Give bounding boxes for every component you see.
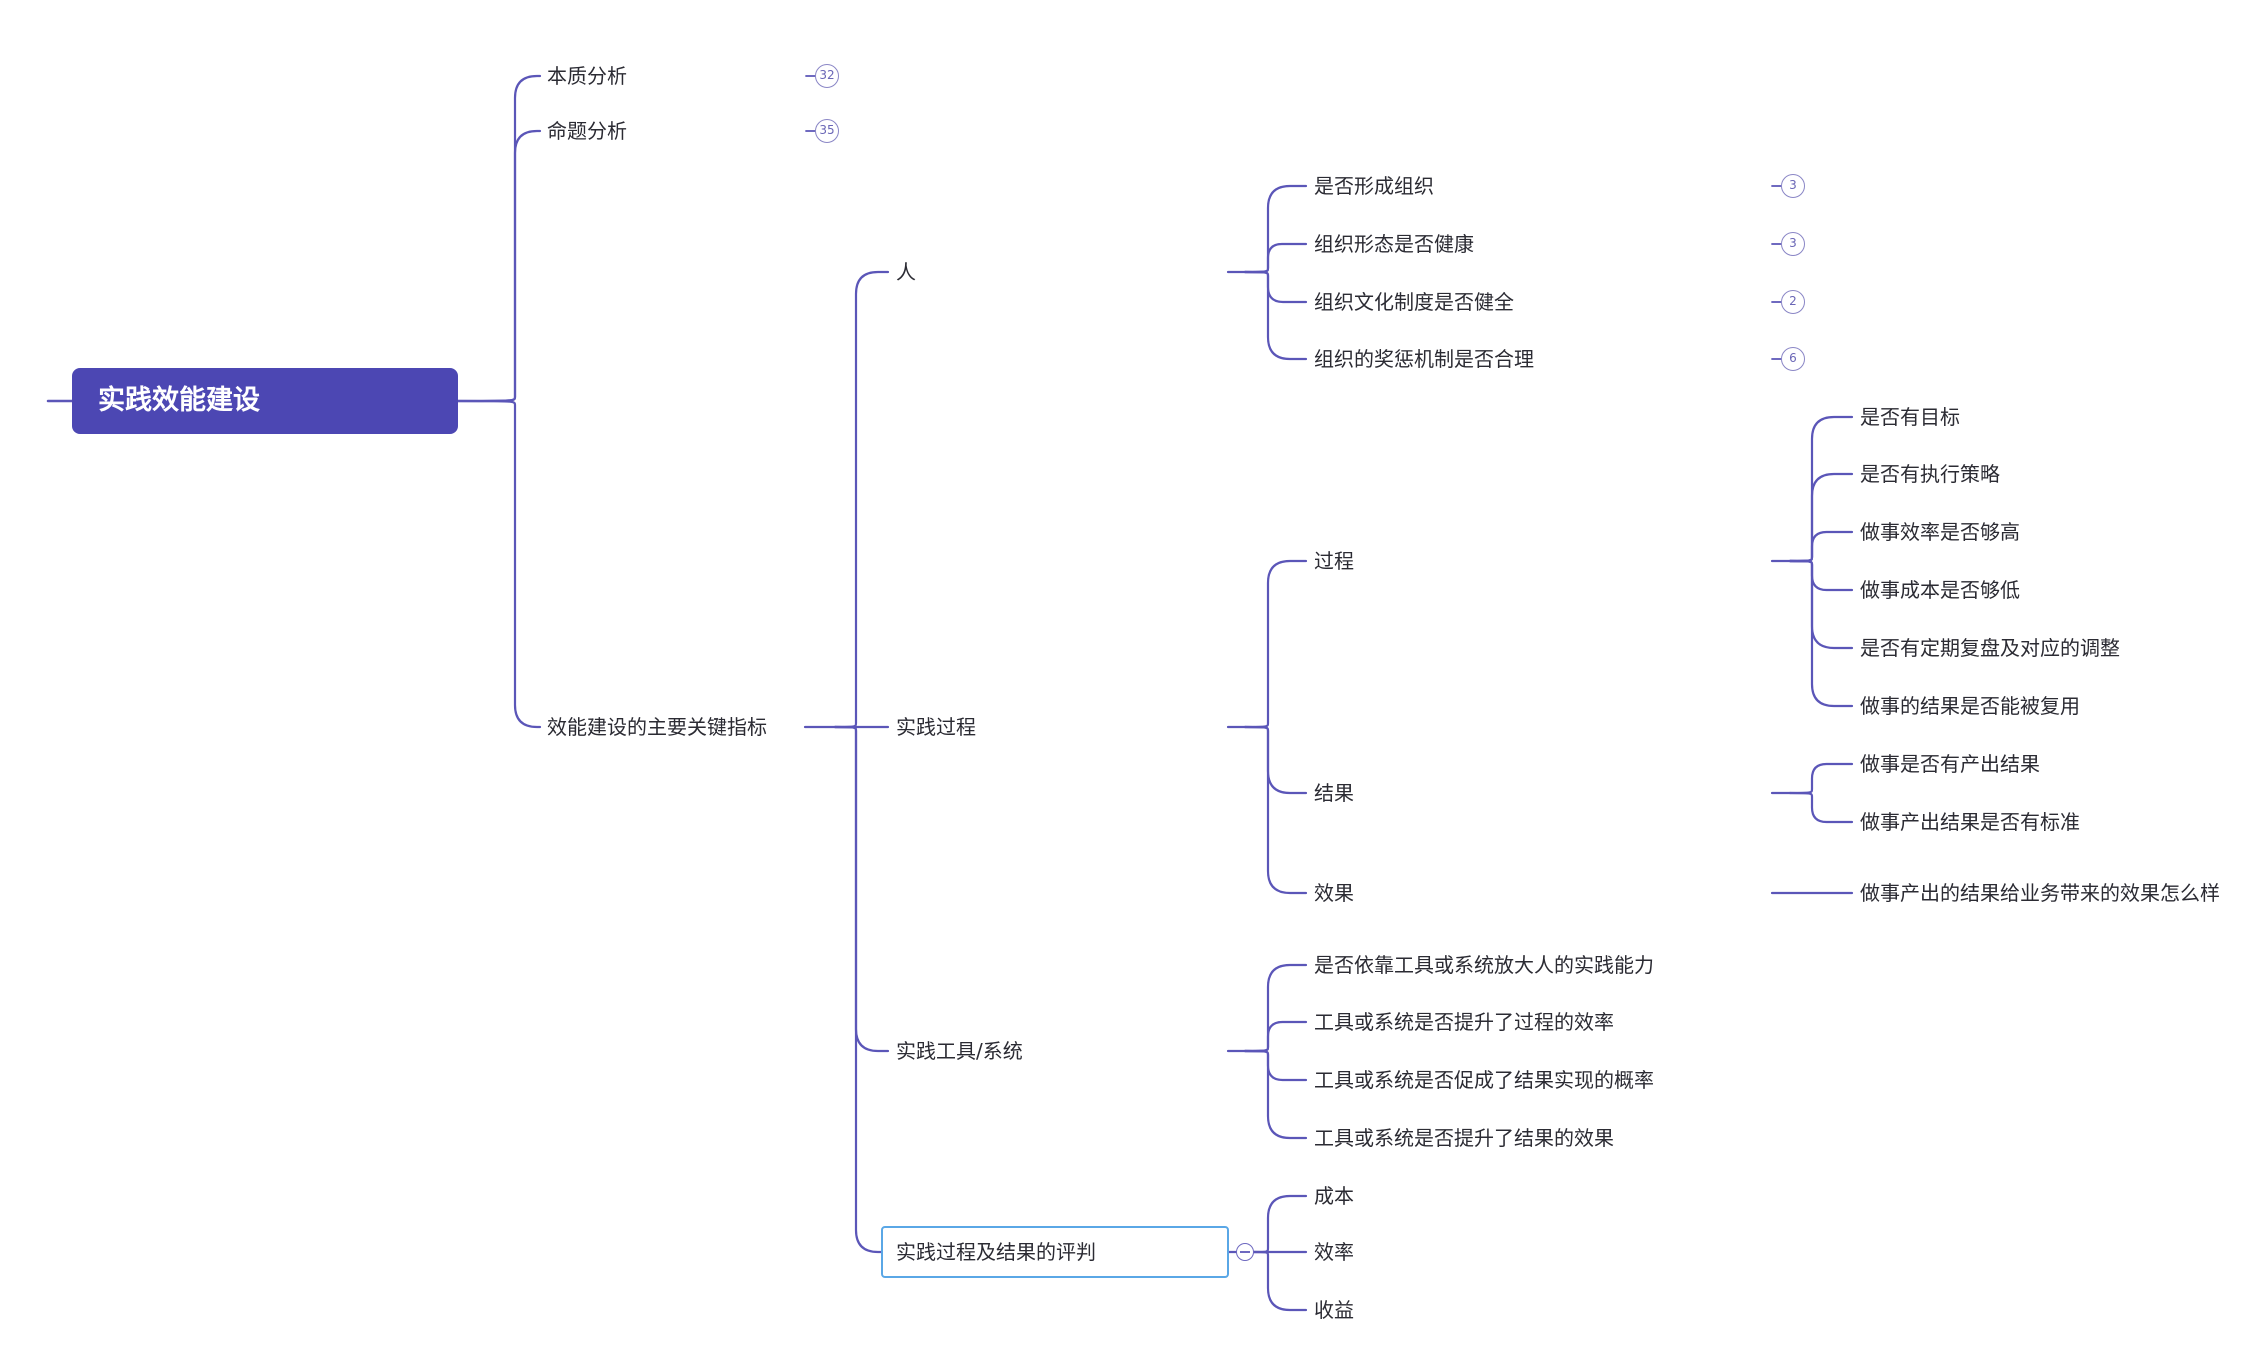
node-people[interactable]: 人 bbox=[896, 260, 916, 284]
collapse-toggle-icon[interactable] bbox=[1236, 1243, 1254, 1261]
connector-line bbox=[1788, 559, 1854, 650]
connector-line bbox=[1243, 1020, 1308, 1053]
node-tools-item[interactable]: 是否依靠工具或系统放大人的实践能力 bbox=[1314, 953, 1654, 977]
connector-line bbox=[1243, 725, 1308, 895]
collapsed-count-badge[interactable]: 3 bbox=[1781, 174, 1805, 198]
node-evaluation-item[interactable]: 收益 bbox=[1314, 1298, 1354, 1322]
connector-line bbox=[1252, 1194, 1308, 1254]
node-process-item[interactable]: 做事的结果是否能被复用 bbox=[1860, 694, 2080, 718]
node-process-item[interactable]: 做事成本是否够低 bbox=[1860, 578, 2020, 602]
collapsed-count-badge[interactable]: 35 bbox=[815, 119, 839, 143]
node-result-item[interactable]: 做事是否有产出结果 bbox=[1860, 752, 2040, 776]
connector-line bbox=[1788, 530, 1854, 563]
node-effect-item[interactable]: 做事产出的结果给业务带来的效果怎么样 bbox=[1860, 881, 2220, 905]
node-effect[interactable]: 效果 bbox=[1314, 881, 1354, 905]
node-proposition-analysis[interactable]: 命题分析 bbox=[547, 119, 627, 143]
node-practice-process[interactable]: 实践过程 bbox=[896, 715, 976, 739]
connector-line bbox=[1788, 559, 1854, 708]
connector-line bbox=[1243, 559, 1308, 729]
connector-line bbox=[1788, 762, 1854, 795]
collapsed-count-badge[interactable]: 6 bbox=[1781, 347, 1805, 371]
connector-line bbox=[833, 725, 890, 1053]
connector-line bbox=[1243, 1049, 1308, 1140]
node-result-item[interactable]: 做事产出结果是否有标准 bbox=[1860, 810, 2080, 834]
root-node[interactable]: 实践效能建设 bbox=[72, 368, 458, 434]
node-process-item[interactable]: 是否有目标 bbox=[1860, 405, 1960, 429]
connector-line bbox=[1243, 963, 1308, 1053]
node-evaluation-item[interactable]: 成本 bbox=[1314, 1184, 1354, 1208]
collapsed-count-badge[interactable]: 2 bbox=[1781, 290, 1805, 314]
node-tools-item[interactable]: 工具或系统是否提升了结果的效果 bbox=[1314, 1126, 1614, 1150]
collapsed-count-badge[interactable]: 32 bbox=[815, 64, 839, 88]
connector-line bbox=[1243, 270, 1308, 361]
node-process-item[interactable]: 是否有定期复盘及对应的调整 bbox=[1860, 636, 2120, 660]
node-tools-item[interactable]: 工具或系统是否促成了结果实现的概率 bbox=[1314, 1068, 1654, 1092]
connector-line bbox=[1243, 1049, 1308, 1082]
connector-line bbox=[1243, 242, 1308, 274]
connector-line bbox=[1788, 415, 1854, 563]
collapsed-count-badge[interactable]: 3 bbox=[1781, 232, 1805, 256]
connector-line bbox=[456, 74, 542, 403]
selected-node-outline bbox=[881, 1226, 1229, 1278]
node-people-item[interactable]: 是否形成组织 bbox=[1314, 174, 1434, 198]
node-evaluation[interactable]: 实践过程及结果的评判 bbox=[896, 1240, 1096, 1264]
node-key-indicators[interactable]: 效能建设的主要关键指标 bbox=[547, 715, 767, 739]
node-people-item[interactable]: 组织形态是否健康 bbox=[1314, 232, 1474, 256]
node-practice-tools[interactable]: 实践工具/系统 bbox=[896, 1039, 1023, 1063]
node-process[interactable]: 过程 bbox=[1314, 549, 1354, 573]
node-essence-analysis[interactable]: 本质分析 bbox=[547, 64, 627, 88]
node-process-item[interactable]: 是否有执行策略 bbox=[1860, 462, 2000, 486]
node-tools-item[interactable]: 工具或系统是否提升了过程的效率 bbox=[1314, 1010, 1614, 1034]
node-process-item[interactable]: 做事效率是否够高 bbox=[1860, 520, 2020, 544]
connector-line bbox=[1788, 791, 1854, 824]
node-people-item[interactable]: 组织文化制度是否健全 bbox=[1314, 290, 1514, 314]
connector-line bbox=[1243, 184, 1308, 274]
connector-line bbox=[456, 399, 542, 729]
connector-line bbox=[833, 270, 890, 729]
connector-line bbox=[1243, 270, 1308, 304]
node-people-item[interactable]: 组织的奖惩机制是否合理 bbox=[1314, 347, 1534, 371]
node-result[interactable]: 结果 bbox=[1314, 781, 1354, 805]
connector-line bbox=[1788, 559, 1854, 592]
node-evaluation-item[interactable]: 效率 bbox=[1314, 1240, 1354, 1264]
connector-line bbox=[456, 129, 542, 403]
connector-line bbox=[1788, 472, 1854, 563]
connector-line bbox=[1252, 1250, 1308, 1312]
connector-line bbox=[833, 725, 890, 1254]
connector-line bbox=[1243, 725, 1308, 795]
